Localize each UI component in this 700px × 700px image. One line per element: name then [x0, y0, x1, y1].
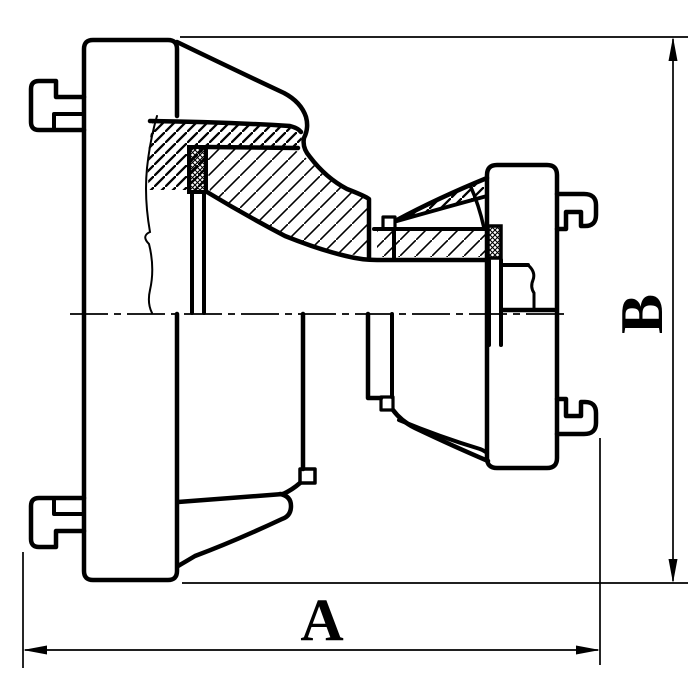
right-collar-upper	[394, 175, 490, 223]
left-bottom-lug	[28, 495, 87, 550]
hatch-body-main	[206, 149, 367, 256]
lower-collar-edge	[175, 491, 286, 505]
lower-right-skirt-inner	[397, 418, 489, 455]
break-line	[144, 115, 158, 314]
lower-right-notch	[379, 395, 395, 412]
right-bottom-lug	[554, 396, 599, 437]
upper-step-notch	[381, 215, 397, 231]
left-top-lug	[28, 78, 87, 133]
bore-lines	[190, 192, 557, 347]
dim-b-arrow-down-icon	[668, 559, 678, 583]
dimension-b: B	[180, 36, 688, 584]
right-top-lug	[554, 191, 599, 232]
bore-sweep	[204, 189, 490, 263]
hatch-right-seat	[377, 231, 485, 257]
dimension-a-label: A	[300, 587, 343, 653]
upper-inner-edge	[203, 144, 301, 151]
body-upper-section	[147, 39, 490, 263]
left-top-lug-slot	[52, 112, 86, 132]
upper-outer-profile	[174, 39, 372, 261]
lower-collar-teardrop	[175, 491, 294, 569]
right-coupling-outline	[484, 162, 599, 471]
right-inner-squiggle	[526, 263, 536, 312]
lower-neck-cylinder	[365, 311, 384, 401]
right-flange	[484, 162, 560, 471]
upper-collar-edge	[147, 118, 304, 135]
left-flange	[81, 37, 180, 583]
dimension-a: A	[22, 438, 601, 668]
left-bottom-lug-slot	[52, 496, 86, 516]
gasket-left	[187, 145, 208, 194]
lower-left-notch	[298, 467, 317, 485]
left-coupling-outline	[28, 37, 180, 583]
dim-a-arrow-right-icon	[576, 645, 600, 655]
body-lower-exterior	[175, 311, 491, 569]
right-collar-lower	[395, 194, 489, 223]
dim-a-arrow-left-icon	[23, 645, 47, 655]
lower-step-corner	[280, 480, 303, 497]
dimension-b-label: B	[609, 294, 675, 334]
right-collar-cheek	[468, 183, 486, 230]
gasket-right	[486, 224, 503, 260]
dim-b-arrow-up-icon	[668, 37, 678, 61]
hatch-left-collar-band	[205, 124, 303, 147]
